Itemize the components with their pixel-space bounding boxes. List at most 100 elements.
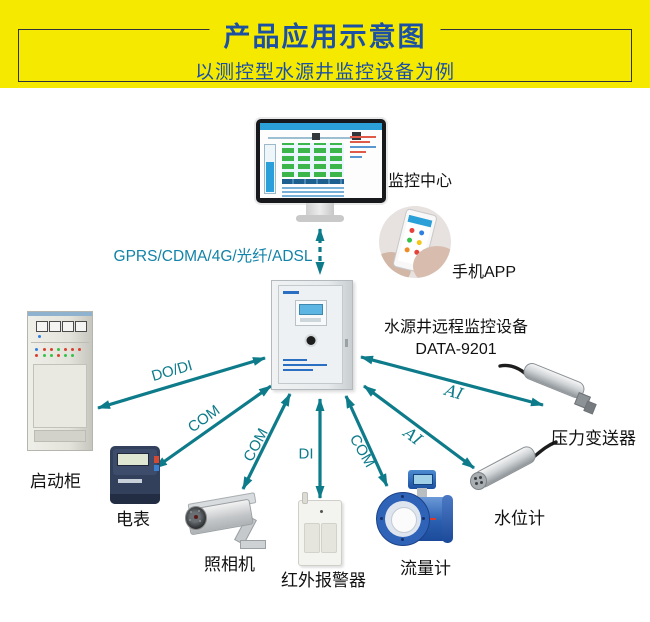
app-icon [416, 239, 423, 246]
indicator-light [50, 348, 53, 351]
ir-alarm-illustration [298, 492, 342, 566]
meter-button-red [154, 456, 159, 463]
meter-nameplate [118, 479, 142, 483]
scada-value-grid [282, 143, 344, 177]
alarm-antenna [302, 492, 308, 504]
monitor-illustration [256, 119, 386, 203]
pressure-transmitter-illustration [494, 358, 604, 426]
meter-face [113, 449, 159, 475]
rtu-spec-text [283, 369, 313, 371]
scada-alarm-text [350, 151, 366, 153]
power-meter-label: 电表 [116, 510, 150, 529]
rtu-display-module [294, 300, 327, 326]
label-ai-pressure: AI [442, 380, 466, 404]
rtu-keypad [299, 318, 321, 322]
cabinet-divider [31, 342, 89, 343]
label-network-link: GPRS/CDMA/4G/光纤/ADSL [113, 248, 313, 265]
flow-front-flange [376, 492, 430, 546]
indicator-panel [35, 348, 83, 357]
indicator-light [64, 354, 67, 357]
indicator-light [57, 348, 60, 351]
alarm-led [320, 510, 323, 513]
flow-neck [417, 488, 427, 497]
start-cabinet-illustration [27, 311, 93, 451]
ir-led [199, 520, 201, 522]
cabinet-vent [34, 430, 86, 442]
phone-photo [379, 206, 451, 278]
camera-lens-center [194, 515, 198, 519]
ir-led [189, 519, 191, 521]
indicator-light [38, 335, 41, 338]
label-di: DI [298, 445, 314, 463]
panel-gauge [62, 321, 74, 332]
flow-meter-label: 流量计 [400, 559, 451, 578]
ir-alarm-label: 红外报警器 [281, 571, 366, 590]
rtu-lock-knob [306, 336, 315, 345]
camera-bracket-foot [240, 540, 266, 549]
hand-thumb [413, 246, 451, 278]
water-level-illustration [464, 434, 564, 510]
indicator-light [57, 354, 60, 357]
rtu-lcd [298, 304, 323, 315]
probe-face [470, 472, 487, 490]
scada-info-text [350, 146, 376, 148]
rtu-spec-text [283, 364, 327, 366]
ir-led [198, 510, 200, 512]
pressure-transmitter-label: 压力变送器 [551, 429, 636, 448]
flow-red-marking [424, 518, 436, 520]
indicator-light [43, 354, 46, 357]
flow-display [413, 474, 433, 485]
monitor-screen [260, 123, 382, 198]
cabinet-door [33, 364, 87, 428]
scada-table-header [282, 179, 344, 184]
panel-gauge [36, 321, 48, 332]
scada-pump-icon [312, 133, 320, 140]
flange-bolt [422, 517, 425, 520]
label-com-meter: COM [184, 401, 224, 437]
camera-lens [185, 506, 207, 530]
phone-label: 手机APP [452, 264, 517, 281]
app-icon [418, 229, 425, 236]
alarm-panel [304, 523, 320, 553]
page-title: 产品应用示意图 [209, 21, 441, 53]
scada-alarm-text [350, 136, 376, 138]
device-model: DATA-9201 [415, 341, 497, 358]
app-icon [406, 237, 413, 244]
label-com-camera: COM [240, 425, 272, 465]
meter-terminal-block [110, 494, 160, 504]
flow-converter-head [408, 470, 436, 489]
probe-hole [480, 481, 483, 484]
indicator-light [64, 348, 67, 351]
indicator-light [71, 354, 74, 357]
meter-lcd [117, 453, 149, 466]
scada-alarm-text [350, 141, 370, 143]
scada-tank-gauge [264, 144, 276, 194]
device-name: 水源井远程监控设备 [383, 319, 528, 336]
monitor-stand-neck [306, 203, 334, 216]
smartphone-app-header [407, 214, 433, 228]
rtu-door [278, 285, 343, 384]
power-meter-illustration [110, 446, 160, 504]
panel-gauge [49, 321, 61, 332]
app-icon [404, 246, 411, 253]
device-label: 水源井远程监控设备 DATA-9201 [368, 317, 544, 361]
flange-bolt [401, 495, 404, 498]
transmitter-thread-tip [583, 400, 597, 415]
indicator-light [35, 354, 38, 357]
indicator-light [71, 348, 74, 351]
app-icon [408, 227, 415, 234]
flange-bolt [380, 517, 383, 520]
flange-bolt [401, 538, 404, 541]
label-ai-waterlevel: AI [400, 423, 426, 449]
scada-tank-level [266, 162, 274, 192]
indicator-light [78, 348, 81, 351]
ir-led [190, 511, 192, 513]
flow-meter-illustration [376, 470, 456, 556]
label-do-di: DO/DI [149, 357, 195, 385]
camera-illustration [182, 492, 268, 558]
probe-hole [474, 477, 477, 480]
monitor-label: 监控中心 [388, 173, 453, 190]
flange-bore [391, 507, 417, 533]
label-com-flow: COM [345, 431, 379, 471]
